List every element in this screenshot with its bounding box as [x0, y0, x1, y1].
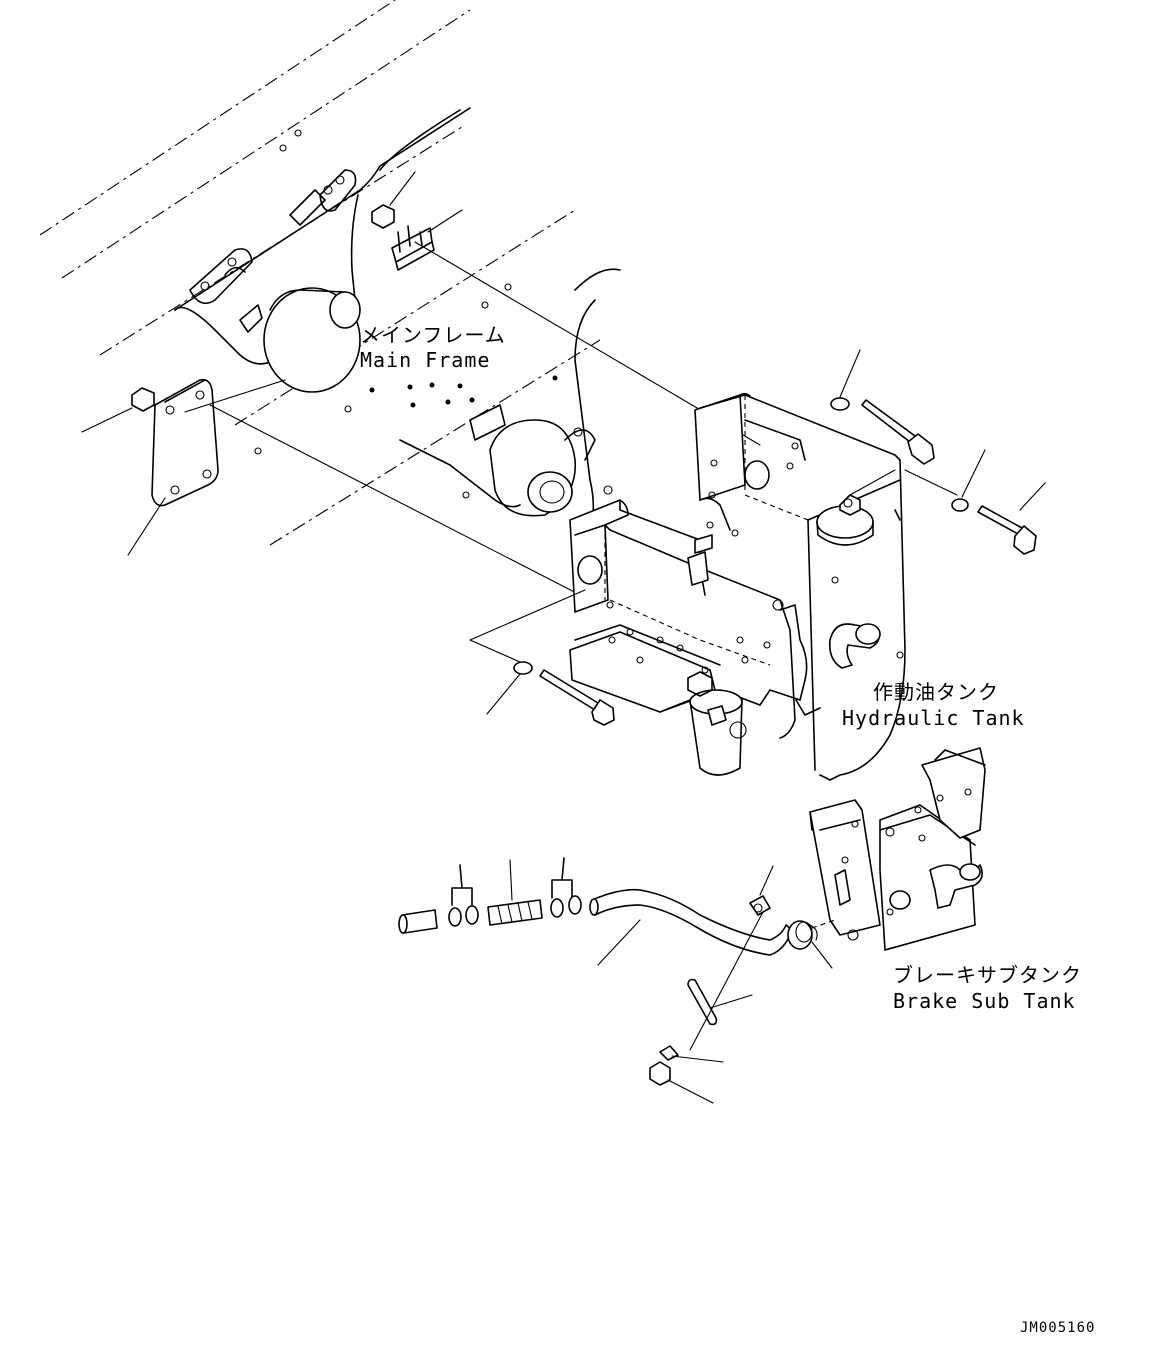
hydraulic-tank: [694, 392, 958, 781]
bolt-lower: [486, 661, 615, 726]
label-hydraulic-tank-en: Hydraulic Tank: [842, 706, 1025, 730]
drawing-code: JM005160: [1020, 1320, 1096, 1336]
nut-left: [81, 387, 155, 433]
label-main-frame-en: Main Frame: [360, 348, 491, 372]
label-brake-sub-tank-en: Brake Sub Tank: [893, 989, 1076, 1013]
hose-assembly: [398, 857, 836, 1104]
nut-upper: [371, 171, 416, 229]
label-brake-sub-tank-jp: ブレーキサブタンク: [893, 963, 1082, 987]
main-frame: [39, 0, 621, 561]
label-hydraulic-tank-jp: 作動油タンク: [873, 680, 999, 704]
bolt-right: [951, 449, 1046, 555]
cover-plate: [127, 378, 286, 556]
bolt-upper: [830, 349, 935, 465]
label-main-frame-jp: メインフレーム: [360, 323, 506, 347]
bracket-upper: [391, 209, 463, 271]
brake-sub-tank: [809, 747, 986, 951]
sub-frame: [469, 485, 821, 776]
